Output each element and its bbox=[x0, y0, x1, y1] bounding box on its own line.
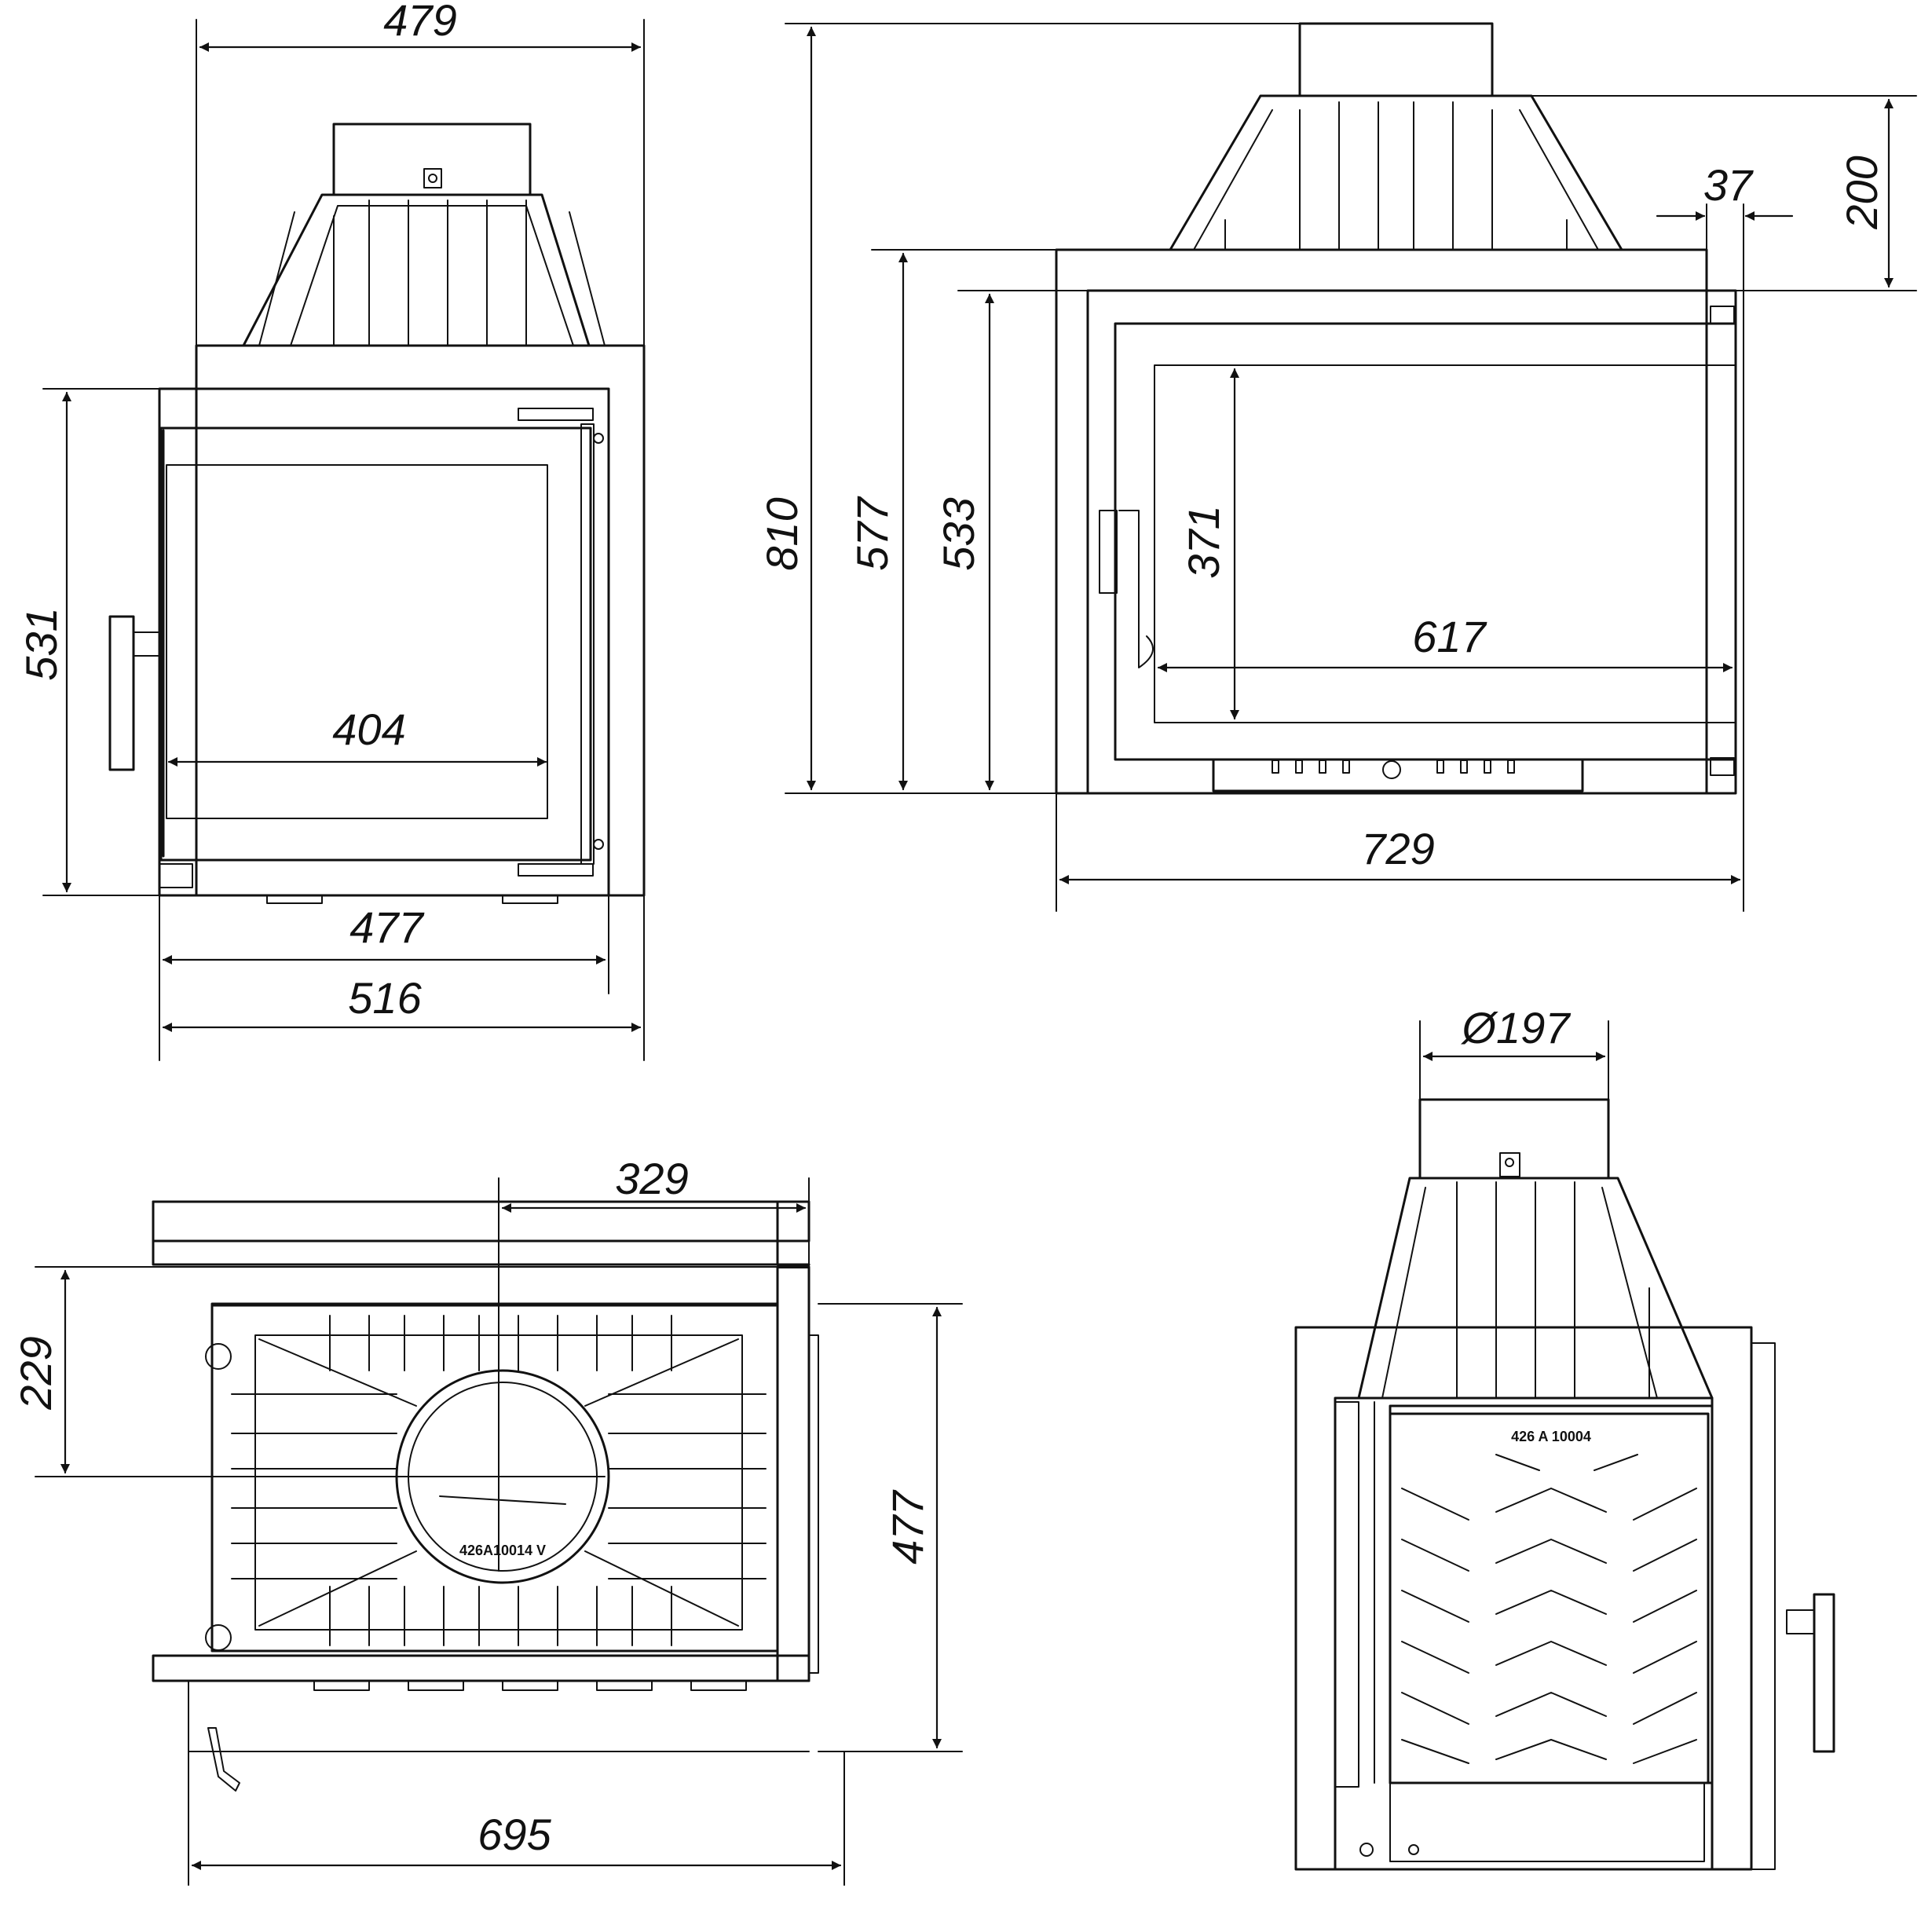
front-view: 479 531 404 477 516 bbox=[16, 0, 646, 1061]
dim-front-height: 531 bbox=[16, 607, 66, 680]
side-hood-fins bbox=[1224, 101, 1568, 251]
side-view: 810 577 533 371 617 37 200 729 bbox=[757, 22, 1917, 912]
dim-side-door-height: 533 bbox=[934, 497, 983, 570]
dim-front-top-width: 479 bbox=[383, 0, 456, 45]
dim-side-body-height: 577 bbox=[847, 496, 897, 570]
back-plate-chevrons bbox=[1401, 1454, 1697, 1764]
plan-fins-top bbox=[329, 1315, 672, 1371]
dim-top-total-width: 695 bbox=[478, 1810, 551, 1859]
front-hood-fins bbox=[333, 199, 527, 346]
top-view: 426A10014 V bbox=[11, 1154, 963, 1886]
dim-front-glass-width: 404 bbox=[332, 705, 405, 754]
dim-front-total-width: 516 bbox=[348, 973, 422, 1023]
rear-hood-fins bbox=[1456, 1181, 1650, 1399]
dim-front-door-width: 477 bbox=[349, 902, 424, 952]
dim-side-hood-height: 200 bbox=[1837, 156, 1886, 229]
dim-top-flue-offset: 329 bbox=[615, 1154, 688, 1203]
plan-fins-sides bbox=[231, 1393, 767, 1579]
dim-back-flue-diameter: Ø197 bbox=[1461, 1003, 1572, 1052]
plan-collar-code: 426A10014 V bbox=[459, 1543, 546, 1558]
dim-side-total-width: 729 bbox=[1361, 824, 1434, 873]
ash-tray-vents bbox=[1272, 760, 1515, 774]
dim-side-glass-width: 617 bbox=[1412, 612, 1487, 661]
dim-side-flange-depth: 37 bbox=[1703, 160, 1754, 210]
plan-fins-bottom bbox=[329, 1586, 672, 1646]
dim-side-glass-height: 371 bbox=[1179, 505, 1228, 578]
dim-top-total-depth: 477 bbox=[883, 1489, 932, 1564]
dim-top-flue-depth: 229 bbox=[11, 1336, 60, 1410]
rear-view: 426 A 10004 Ø197 bbox=[1294, 1003, 1835, 1871]
dim-side-total-height: 810 bbox=[757, 497, 807, 570]
back-plate-code: 426 A 10004 bbox=[1511, 1429, 1591, 1444]
